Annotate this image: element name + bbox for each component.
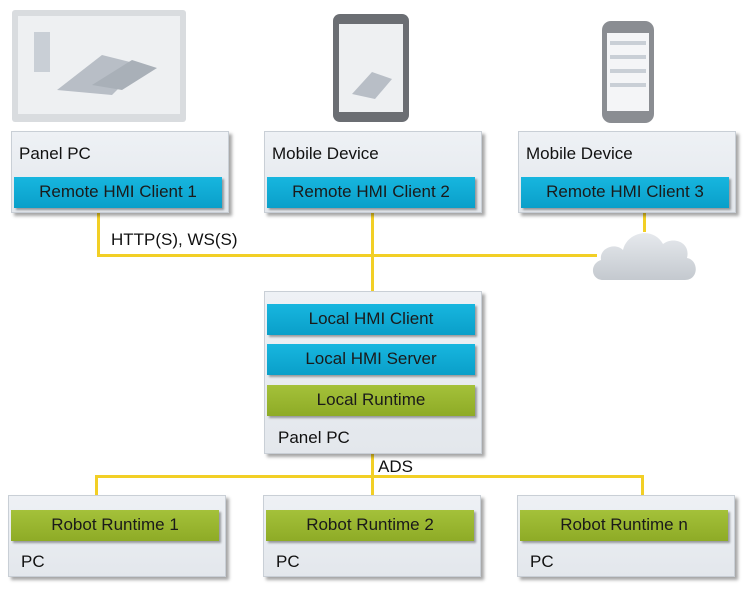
robot-pc-box: Robot Runtime 2 PC — [263, 495, 481, 577]
remote-hmi-client-3: Remote HMI Client 3 — [521, 177, 729, 208]
phone-device-box: Mobile Device Remote HMI Client 3 — [518, 131, 736, 213]
robot-runtime-1: Robot Runtime 1 — [11, 510, 219, 541]
robot-pc-box: Robot Runtime n PC — [517, 495, 735, 577]
local-runtime: Local Runtime — [267, 385, 475, 416]
device-title: Mobile Device — [272, 144, 379, 163]
device-title: Panel PC — [278, 428, 350, 447]
ads-bus-line — [95, 475, 644, 478]
local-hmi-server: Local HMI Server — [267, 344, 475, 375]
tablet-device-image — [333, 14, 409, 122]
device-title: Panel PC — [19, 144, 91, 163]
remote-hmi-client-2: Remote HMI Client 2 — [267, 177, 475, 208]
device-title: Mobile Device — [526, 144, 633, 163]
http-bus-line — [97, 254, 597, 257]
connector-line — [643, 212, 646, 232]
connector-line — [371, 212, 374, 291]
connector-line — [371, 454, 374, 495]
connector-line — [95, 475, 98, 495]
panel-pc-device-image — [12, 10, 186, 122]
remote-hmi-client-1: Remote HMI Client 1 — [14, 177, 222, 208]
connector-line — [97, 212, 100, 257]
device-title: PC — [530, 552, 554, 571]
mobile-device-box: Mobile Device Remote HMI Client 2 — [264, 131, 482, 213]
local-hmi-client: Local HMI Client — [267, 304, 475, 335]
device-title: PC — [21, 552, 45, 571]
robot-runtime-n: Robot Runtime n — [520, 510, 728, 541]
robot-runtime-2: Robot Runtime 2 — [266, 510, 474, 541]
bus-label: ADS — [378, 457, 413, 476]
cloud-icon — [592, 233, 696, 280]
robot-pc-box: Robot Runtime 1 PC — [8, 495, 226, 577]
panel-pc-box: Panel PC Remote HMI Client 1 — [11, 131, 229, 213]
connector-line — [641, 475, 644, 495]
protocol-label: HTTP(S), WS(S) — [111, 230, 238, 249]
central-panel-pc-box: Local HMI Client Local HMI Server Local … — [264, 291, 482, 454]
device-title: PC — [276, 552, 300, 571]
phone-device-image — [602, 21, 654, 123]
